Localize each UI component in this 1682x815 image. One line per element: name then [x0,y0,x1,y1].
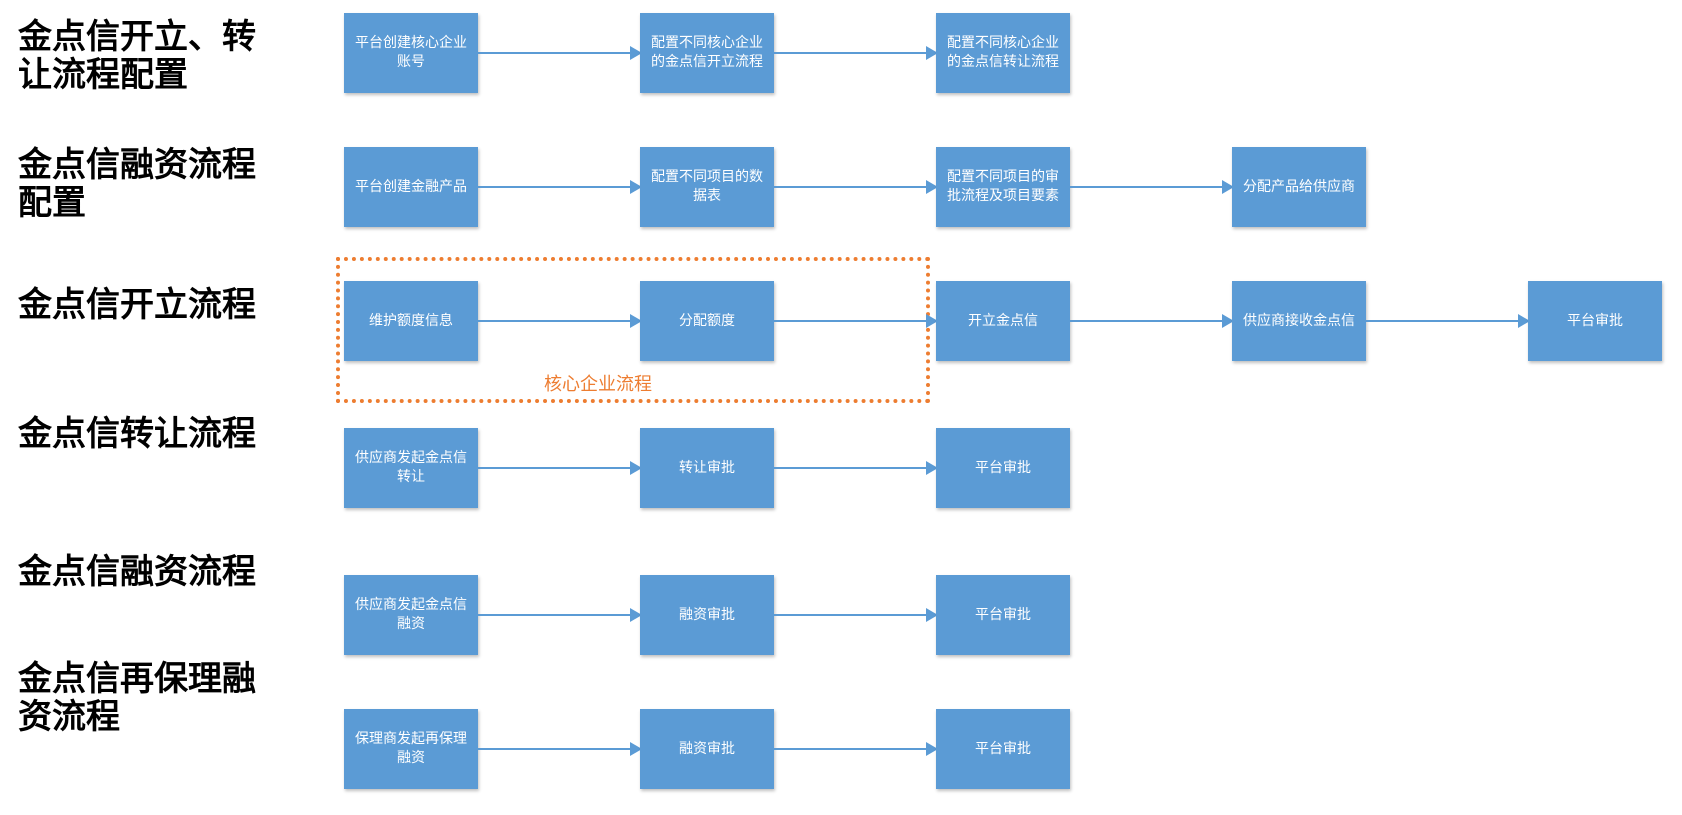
flow-arrow [478,461,642,475]
row-title-opening-transfer-config: 金点信开立、转 让流程配置 [18,17,256,95]
flow-arrow [774,742,938,756]
row-title-opening-flow: 金点信开立流程 [18,285,256,325]
flow-arrow [1070,180,1234,194]
flow-arrow [774,46,938,60]
row-title-transfer-flow: 金点信转让流程 [18,414,256,454]
flow-arrow [478,180,642,194]
flow-arrow [478,742,642,756]
core-enterprise-group-label: 核心企业流程 [544,374,652,395]
step-config-data-table: 配置不同项目的数据表 [640,147,774,227]
step-financing-approval: 融资审批 [640,709,774,789]
step-create-core-enterprise-account: 平台创建核心企业账号 [344,13,478,93]
flow-arrow [1070,314,1234,328]
step-maintain-credit-info: 维护额度信息 [344,281,478,361]
step-factor-initiate-refactoring: 保理商发起再保理融资 [344,709,478,789]
step-config-transfer-flow: 配置不同核心企业的金点信转让流程 [936,13,1070,93]
flow-arrow [774,608,938,622]
step-financing-approval: 融资审批 [640,575,774,655]
row-title-financing-config: 金点信融资流程 配置 [18,145,256,223]
row-title-refactoring-flow: 金点信再保理融 资流程 [18,659,256,737]
step-config-opening-flow: 配置不同核心企业的金点信开立流程 [640,13,774,93]
flow-arrow [774,314,938,328]
step-supplier-receive: 供应商接收金点信 [1232,281,1366,361]
step-platform-approval: 平台审批 [936,575,1070,655]
flow-arrow [478,608,642,622]
step-supplier-initiate-transfer: 供应商发起金点信转让 [344,428,478,508]
step-allocate-credit: 分配额度 [640,281,774,361]
step-platform-approval: 平台审批 [936,709,1070,789]
flow-arrow [1366,314,1530,328]
step-config-approval-flow: 配置不同项目的审批流程及项目要素 [936,147,1070,227]
flow-arrow [774,180,938,194]
flow-arrow [478,314,642,328]
step-create-financial-product: 平台创建金融产品 [344,147,478,227]
core-enterprise-group [336,257,930,403]
step-assign-product: 分配产品给供应商 [1232,147,1366,227]
step-transfer-approval: 转让审批 [640,428,774,508]
flow-arrow [774,461,938,475]
step-platform-approval: 平台审批 [936,428,1070,508]
step-platform-approval: 平台审批 [1528,281,1662,361]
step-issue-jindianxin: 开立金点信 [936,281,1070,361]
step-supplier-initiate-financing: 供应商发起金点信融资 [344,575,478,655]
row-title-financing-flow: 金点信融资流程 [18,552,256,592]
flow-arrow [478,46,642,60]
